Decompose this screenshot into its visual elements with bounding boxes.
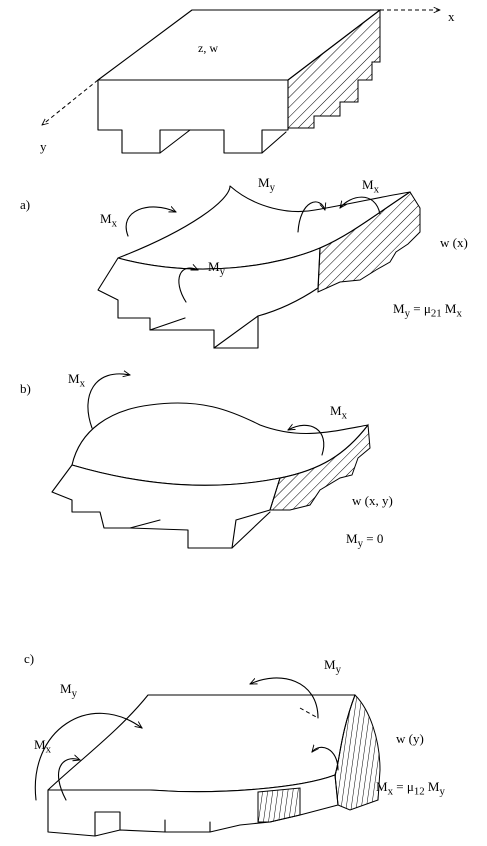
panel-b-mx-right-arrow: [288, 425, 325, 456]
panel-a-tag: a): [20, 197, 31, 212]
panel-c-relation: Mx = μ12 My: [376, 779, 445, 798]
panel-c-mx-left-label: Mx: [34, 737, 51, 756]
panel-b-relation: My = 0: [346, 531, 384, 550]
panel-a-deflection-label: w (x): [440, 235, 468, 250]
undeformed-plate: [42, 10, 440, 154]
panel-b-mx-left-label: Mx: [68, 371, 85, 390]
panel-c-deflection-arrow: [312, 747, 339, 771]
panel-b-deflection-label: w (x, y): [352, 493, 393, 508]
panel-a-mx-left-label: Mx: [100, 211, 117, 230]
panel-c-tag: c): [24, 651, 35, 666]
panel-a-my-mid-arrow: [178, 268, 198, 303]
panel-a-plate: [97, 185, 421, 349]
panel-b-mx-left-arrow: [87, 374, 130, 429]
panel-a-my-mid-label: My: [208, 259, 225, 278]
panel-a-mx-right-label: Mx: [362, 177, 379, 196]
panel-a-mx-right-arrow: [340, 196, 381, 215]
panel-c-deflection-label: w (y): [396, 731, 424, 746]
panel-a-mx-left-arrow: [125, 207, 176, 237]
panel-b-mx-right-label: Mx: [330, 403, 347, 422]
panel-b-tag: b): [20, 381, 31, 396]
panel-a-my-top-arrow: [297, 201, 325, 233]
y-axis-label: y: [40, 139, 47, 154]
panel-c-my-top-label: My: [324, 657, 341, 676]
panel-b-plate: [51, 374, 371, 549]
panel-a-relation: My = μ21 Mx: [393, 301, 462, 320]
panel-a-my-top-label: My: [258, 175, 275, 194]
panel-c-my-left-label: My: [60, 681, 77, 700]
z-axis-label: z, w: [198, 41, 218, 55]
panel-c-my-top-arrow: [250, 677, 319, 719]
panel-c-plate: [34, 677, 381, 837]
panel-c-mx-left-arrow: [57, 759, 80, 801]
panel-c-my-left-arrow: [34, 712, 142, 801]
x-axis-label: x: [448, 9, 455, 24]
y-axis: [42, 79, 99, 125]
